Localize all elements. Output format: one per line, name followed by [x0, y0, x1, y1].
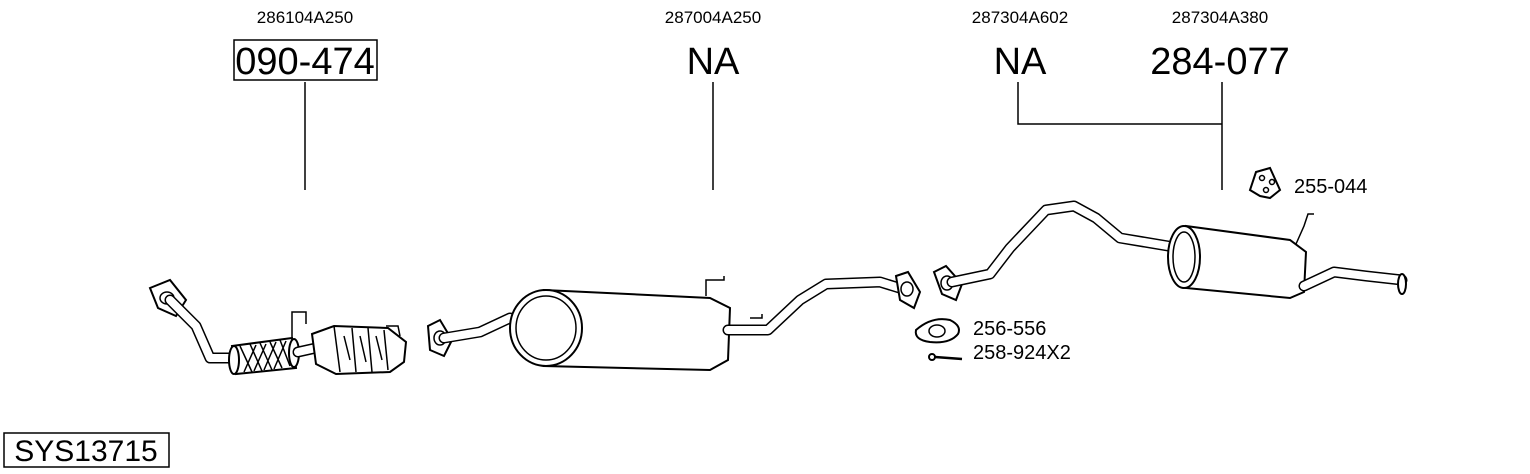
- hanger-code: 255-044: [1294, 176, 1367, 198]
- part-number-4[interactable]: 284-077: [1150, 41, 1289, 83]
- system-code-box: SYS13715: [3, 432, 170, 468]
- part-number-1-frame: [233, 39, 378, 81]
- part-number-1-box[interactable]: 090-474: [233, 39, 378, 83]
- rear-silencer-body: [1185, 224, 1308, 300]
- oem-number-2: 287004A250: [665, 8, 761, 27]
- system-code: SYS13715: [14, 435, 157, 468]
- rubber-hanger-icon: [1248, 166, 1282, 200]
- oem-number-4: 287304A380: [1172, 8, 1268, 27]
- bolt-code: 258-924X2: [973, 342, 1071, 364]
- part-number-2[interactable]: NA: [687, 41, 740, 83]
- part-number-3[interactable]: NA: [994, 41, 1047, 83]
- oem-number-3: 287304A602: [972, 8, 1068, 27]
- oem-number-1: 286104A250: [257, 8, 353, 27]
- gasket-icon: [914, 318, 960, 344]
- catalytic-converter: [310, 324, 408, 376]
- part-number-1: 090-474: [235, 41, 374, 83]
- leader-line-3: [1017, 82, 1222, 125]
- system-code-frame: [3, 432, 170, 468]
- rear-silencer: [932, 200, 1408, 302]
- catalytic-converter-front-pipe: [148, 278, 408, 376]
- centre-outlet-flange: [894, 270, 922, 310]
- bolt-icon: [928, 353, 963, 361]
- gasket-code: 256-556: [973, 318, 1046, 340]
- centre-silencer: [426, 270, 922, 372]
